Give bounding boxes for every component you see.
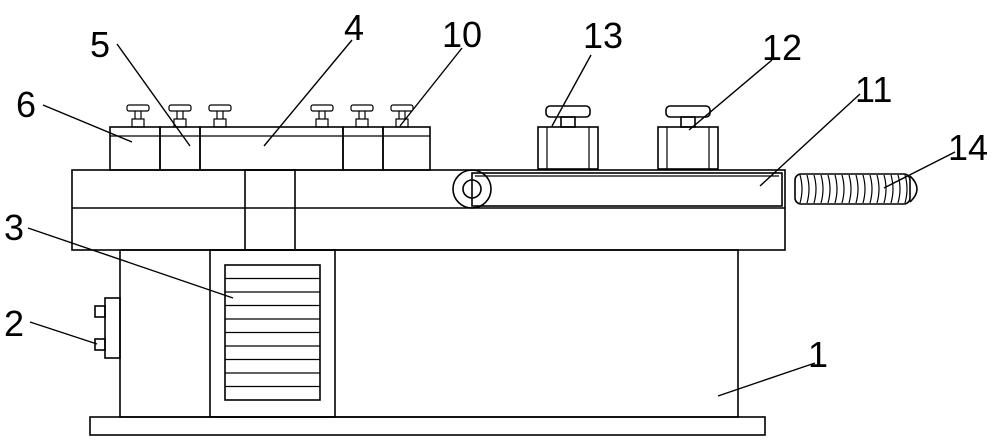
- center-column: [209, 249, 336, 418]
- clamp-12-knob: [665, 105, 711, 118]
- switch-knob-upper: [94, 305, 106, 318]
- clamp-screw: [208, 104, 232, 128]
- leader-11: [759, 93, 861, 187]
- base-plate: [89, 416, 766, 436]
- rail-clamps: [537, 105, 719, 170]
- leader-10: [399, 47, 463, 127]
- spring-coil: [813, 174, 817, 204]
- main-body: [119, 249, 739, 418]
- worktable: [71, 169, 786, 251]
- label-12: 12: [762, 27, 802, 68]
- clamp-12-stem: [680, 116, 696, 128]
- clamp-head-13: [537, 105, 599, 170]
- clamp-block-10: [382, 126, 431, 171]
- spring-coil: [862, 174, 866, 204]
- roller-inner: [462, 179, 482, 199]
- leader-1: [717, 362, 816, 397]
- clamp-block-5: [159, 126, 201, 171]
- spring-end-cap: [909, 175, 918, 203]
- leader-13: [551, 54, 592, 127]
- spring-coil: [855, 174, 859, 204]
- table-center-post: [244, 169, 296, 251]
- leader-12: [688, 59, 773, 131]
- spring-coil: [834, 174, 838, 204]
- spring-coil: [897, 174, 901, 204]
- spring-coil: [890, 174, 894, 204]
- label-5: 5: [90, 24, 110, 65]
- label-11: 11: [855, 69, 892, 110]
- clamp-head-12: [657, 105, 719, 170]
- switch-body: [104, 297, 121, 359]
- clamp-screw: [390, 104, 414, 128]
- spring-coil: [848, 174, 852, 204]
- spring-envelope: [794, 173, 911, 205]
- clamp-block-6: [109, 126, 161, 171]
- leader-14: [883, 151, 956, 189]
- table-top: [71, 169, 786, 251]
- slide-rail: [452, 169, 783, 209]
- roller-outer: [452, 169, 492, 209]
- spring-coil: [904, 174, 908, 204]
- leader-lines: [27, 39, 956, 397]
- label-14: 14: [948, 127, 988, 168]
- label-1: 1: [808, 334, 828, 375]
- grille-slats: [225, 277, 320, 388]
- reference-numerals: 1 2 3 4 5 6 10 11 12 13 14: [4, 7, 988, 375]
- clamp-screw: [168, 104, 192, 128]
- leader-6: [42, 104, 133, 143]
- clamp-screw: [126, 104, 150, 128]
- clamp-screw: [310, 104, 334, 128]
- label-4: 4: [344, 7, 364, 48]
- rail-body: [471, 172, 783, 207]
- spring: [794, 173, 918, 205]
- spring-coil: [841, 174, 845, 204]
- clamp-block-row: [109, 104, 431, 171]
- side-switch: [94, 297, 121, 359]
- leader-4: [263, 39, 353, 147]
- spring-coil: [806, 174, 810, 204]
- clamp-block-a: [342, 126, 384, 171]
- spring-coil: [820, 174, 824, 204]
- spring-coil: [799, 174, 803, 204]
- spring-coil: [827, 174, 831, 204]
- leader-2: [29, 321, 98, 345]
- base-assembly: [89, 249, 766, 436]
- spring-coils: [799, 174, 908, 204]
- clamp-13-knob: [545, 105, 591, 118]
- clamp-screws: [126, 104, 414, 128]
- spring-coil: [876, 174, 880, 204]
- label-6: 6: [16, 84, 36, 125]
- leader-5: [116, 43, 191, 147]
- spring-coil: [883, 174, 887, 204]
- spring-coil: [869, 174, 873, 204]
- clamp-13-stem: [560, 116, 576, 128]
- label-10: 10: [442, 14, 482, 55]
- switch-knob-lower: [94, 338, 106, 351]
- label-13: 13: [583, 15, 623, 56]
- label-2: 2: [4, 303, 24, 344]
- clamp-screw: [350, 104, 374, 128]
- vent-grille: [224, 264, 321, 401]
- leader-3: [27, 227, 234, 299]
- clamp-plate-4: [199, 126, 344, 171]
- label-3: 3: [4, 207, 24, 248]
